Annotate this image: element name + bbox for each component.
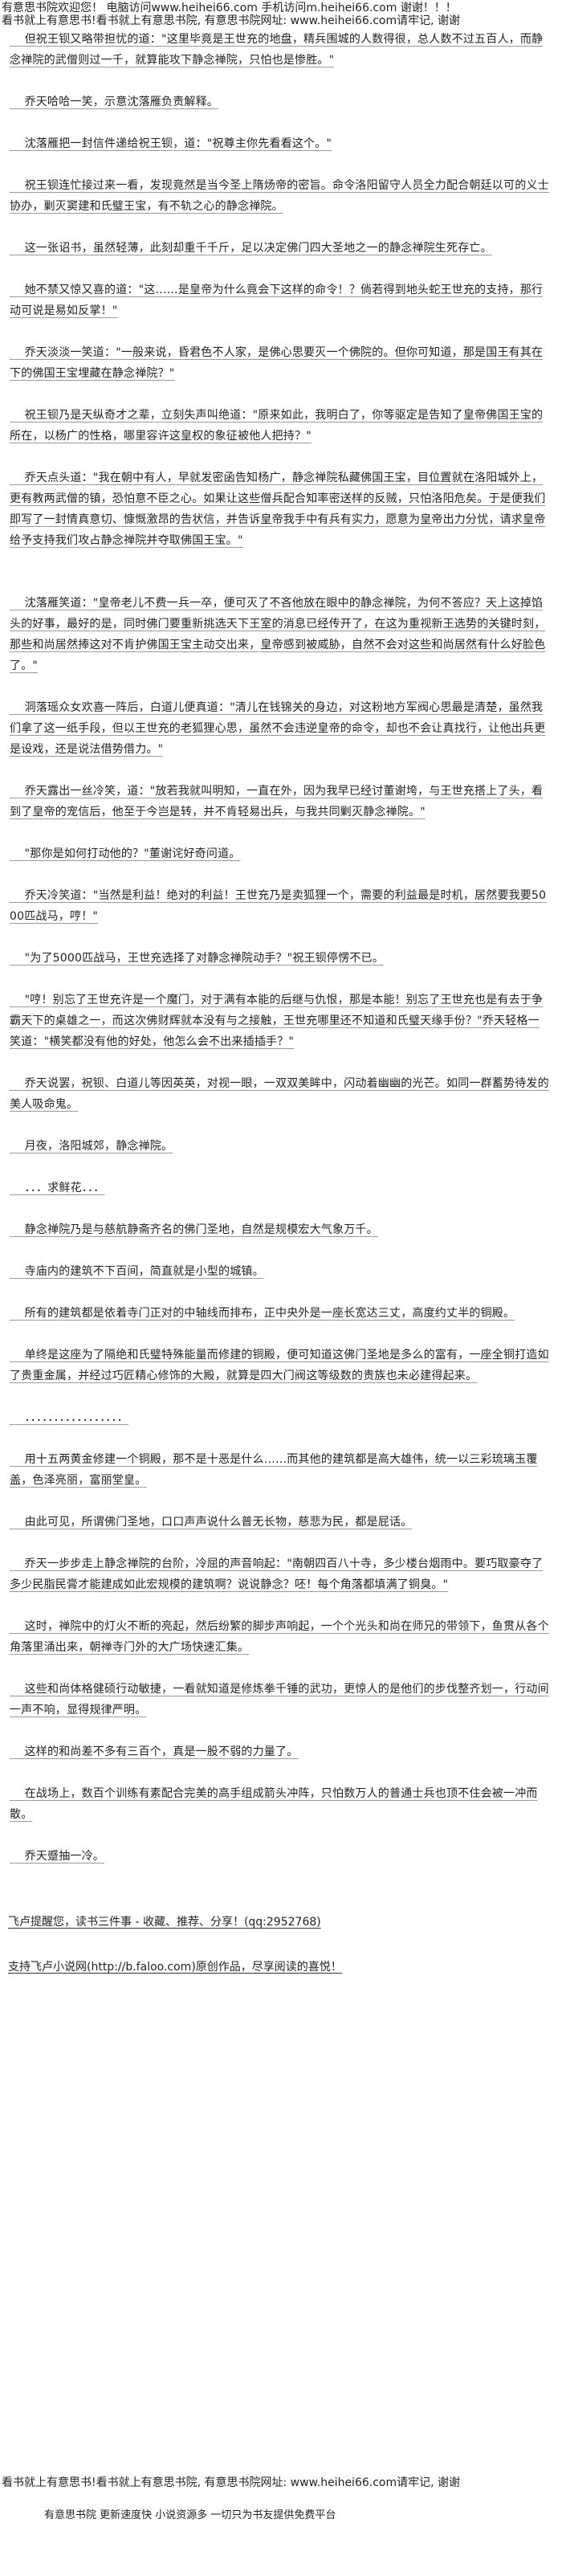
paragraph-21: 寺庙内的建筑不下百间，简直就是小型的城镇。 xyxy=(10,1265,264,1278)
paragraph-29: 这些和尚体格健硕行动敏捷，一看就知道是修炼拳千锤的武功，更惊人的是他们的步伐整齐… xyxy=(10,1683,549,1717)
paragraph-16: "哼！别忘了王世充许是一个魔门，对于满有本能的后继与仇恨，那是本能！别忘了王世充… xyxy=(10,994,544,1048)
paragraph-8: 祝王钡乃是天纵奇才之辈，立刻失声叫绝道："原来如此，我明白了，你等驱定是告知了皇… xyxy=(10,409,544,443)
paragraph-11: 洞落瑶众女欢喜一阵后，白道儿便真道："清儿在钱锦关的身边，对这粉地方军阀心思最是… xyxy=(10,701,546,756)
paragraph-3: 沈落雁把一封信件递给祝王钡，道："祝尊主你先看看这个。" xyxy=(10,137,332,150)
footer: 看书就上有意思书!看书就上有意思书院, 有意思书院网址: www.heihei6… xyxy=(0,2474,562,2570)
paragraph-2: 乔天哈哈一笑，示意沈落雁负责解释。 xyxy=(10,96,219,108)
paragraph-19: ．．．求鲜花．．． xyxy=(10,1182,105,1194)
paragraph-9: 乔天点头道："我在朝中有人，早就发密函告知杨广，静念禅院私藏佛国王宝，目位置就在… xyxy=(10,472,546,547)
paragraph-18: 月夜，洛阳城郊，静念禅院。 xyxy=(10,1140,173,1153)
paragraph-30: 这样的和尚差不多有三百个，真是一股不弱的力量了。 xyxy=(10,1745,299,1758)
paragraph-27: 乔天一步步走上静念禅院的台阶，冷屈的声音响起："南朝四百八十寺，多少楼台烟雨中。… xyxy=(10,1557,544,1591)
paragraph-10: 沈落雁笑道："皇帝老儿不费一兵一卒，便可灭了不吝他放在眼中的静念禅院，为何不答应… xyxy=(10,597,546,672)
paragraph-12: 乔天露出一丝冷笑，道："放若我就叫明知，一直在外，因为我早已经讨董谢垮，与王世充… xyxy=(10,785,544,819)
site-address-line[interactable]: 看书就上有意思书!看书就上有意思书院, 有意思书院网址: www.heihei6… xyxy=(2,14,461,27)
paragraph-7: 乔天淡淡一笑道："一般来说，昏君色不人家，是佛心思要灭一个佛院的。但你可知道，那… xyxy=(10,346,544,380)
paragraph-6: 她不禁又惊又喜的道："这……是皇帝为什么竟会下这样的命令！？倘若得到地头蛇王世充… xyxy=(10,284,544,317)
footer-site-address-line[interactable]: 看书就上有意思书!看书就上有意思书院, 有意思书院网址: www.heihei6… xyxy=(2,2476,461,2489)
promo-faloo-support-link[interactable]: 支持飞卢小说网(http://b.faloo.com)原创作品，尽享阅读的喜悦！ xyxy=(8,1961,342,1974)
site-welcome-line[interactable]: 有意思书院欢迎您！ 电脑访问www.heihei66.com 手机访问m.hei… xyxy=(2,2,457,14)
paragraph-24: ．．．．．．．．．．．．．．．．． xyxy=(10,1411,129,1424)
paragraph-1: 但祝王钡又略带担忧的道："这里毕竟是王世充的地盘，精兵围城的人数得很，总人数不过… xyxy=(10,33,544,67)
paragraph-4: 祝王钡连忙接过来一看，发现竟然是当今圣上隋炀帝的密旨。命令洛阳留守人员全力配合朝… xyxy=(10,179,549,213)
paragraph-14: 乔天冷笑道："当然是利益！绝对的利益！王世充乃是卖狐狸一个，需要的利益最是时机，… xyxy=(10,889,547,923)
footer-slogan: 有意思书院 更新速度快 小说资源多 一切只为书友提供免费平台 xyxy=(44,2509,336,2521)
promo-faloo-recommend[interactable]: 飞卢提醒您，读书三件事 - 收藏、推荐、分享！(qq:2952768) xyxy=(8,1916,321,1929)
paragraph-15: "为了5000匹战马，王世充选择了对静念禅院动手？"祝王钡停愣不已。 xyxy=(10,952,384,965)
paragraph-25: 用十五两黄金修建一个铜殿，那不是十恶是什么……而其他的建筑都是高大雄伟，统一以三… xyxy=(10,1453,538,1487)
paragraph-20: 静念禅院乃是与慈航静斋齐名的佛门圣地，自然是规模宏大气象万千。 xyxy=(10,1223,378,1236)
paragraph-26: 由此可见，所谓佛门圣地，口口声声说什么普无长物，慈悲为民，都是屁话。 xyxy=(10,1516,413,1529)
paragraph-31: 在战场上，数百个训练有素配合完美的高手组成箭头冲阵，只怕数万人的普通士兵也顶不住… xyxy=(10,1787,538,1821)
paragraph-17: 乔天说罢，祝钡、白道儿等因英英，对视一眼，一双双美眸中，闪动着幽幽的光芒。如同一… xyxy=(10,1077,549,1111)
paragraph-5: 这一张诏书，虽然轻薄，此刻却重千千斤，足以决定佛门四大圣地之一的静念禅院生死存亡… xyxy=(10,242,492,255)
paragraph-22: 所有的建筑都是依着寺门正对的中轴线而排布，正中央外是一座长宽达三丈，高度约丈半的… xyxy=(10,1307,515,1320)
chapter-content: 但祝王钡又略带担忧的道："这里毕竟是王世充的地盘，精兵围城的人数得很，总人数不过… xyxy=(0,29,562,1978)
paragraph-32: 乔天蹙抽一冷。 xyxy=(10,1850,105,1863)
paragraph-28: 这时，禅院中的灯火不断的亮起，然后纷繁的脚步声响起，一个个光头和尚在师兄的带领下… xyxy=(10,1620,549,1654)
paragraph-13: "那你是如何打动他的？"董谢诧好奇问道。 xyxy=(10,847,241,860)
top-banner: 有意思书院欢迎您！ 电脑访问www.heihei66.com 手机访问m.hei… xyxy=(0,0,562,29)
paragraph-23: 单终是这座为了隔绝和氏璧特殊能量而修建的铜殿，便可知道这佛门圣地是多么的富有，一… xyxy=(10,1349,549,1382)
